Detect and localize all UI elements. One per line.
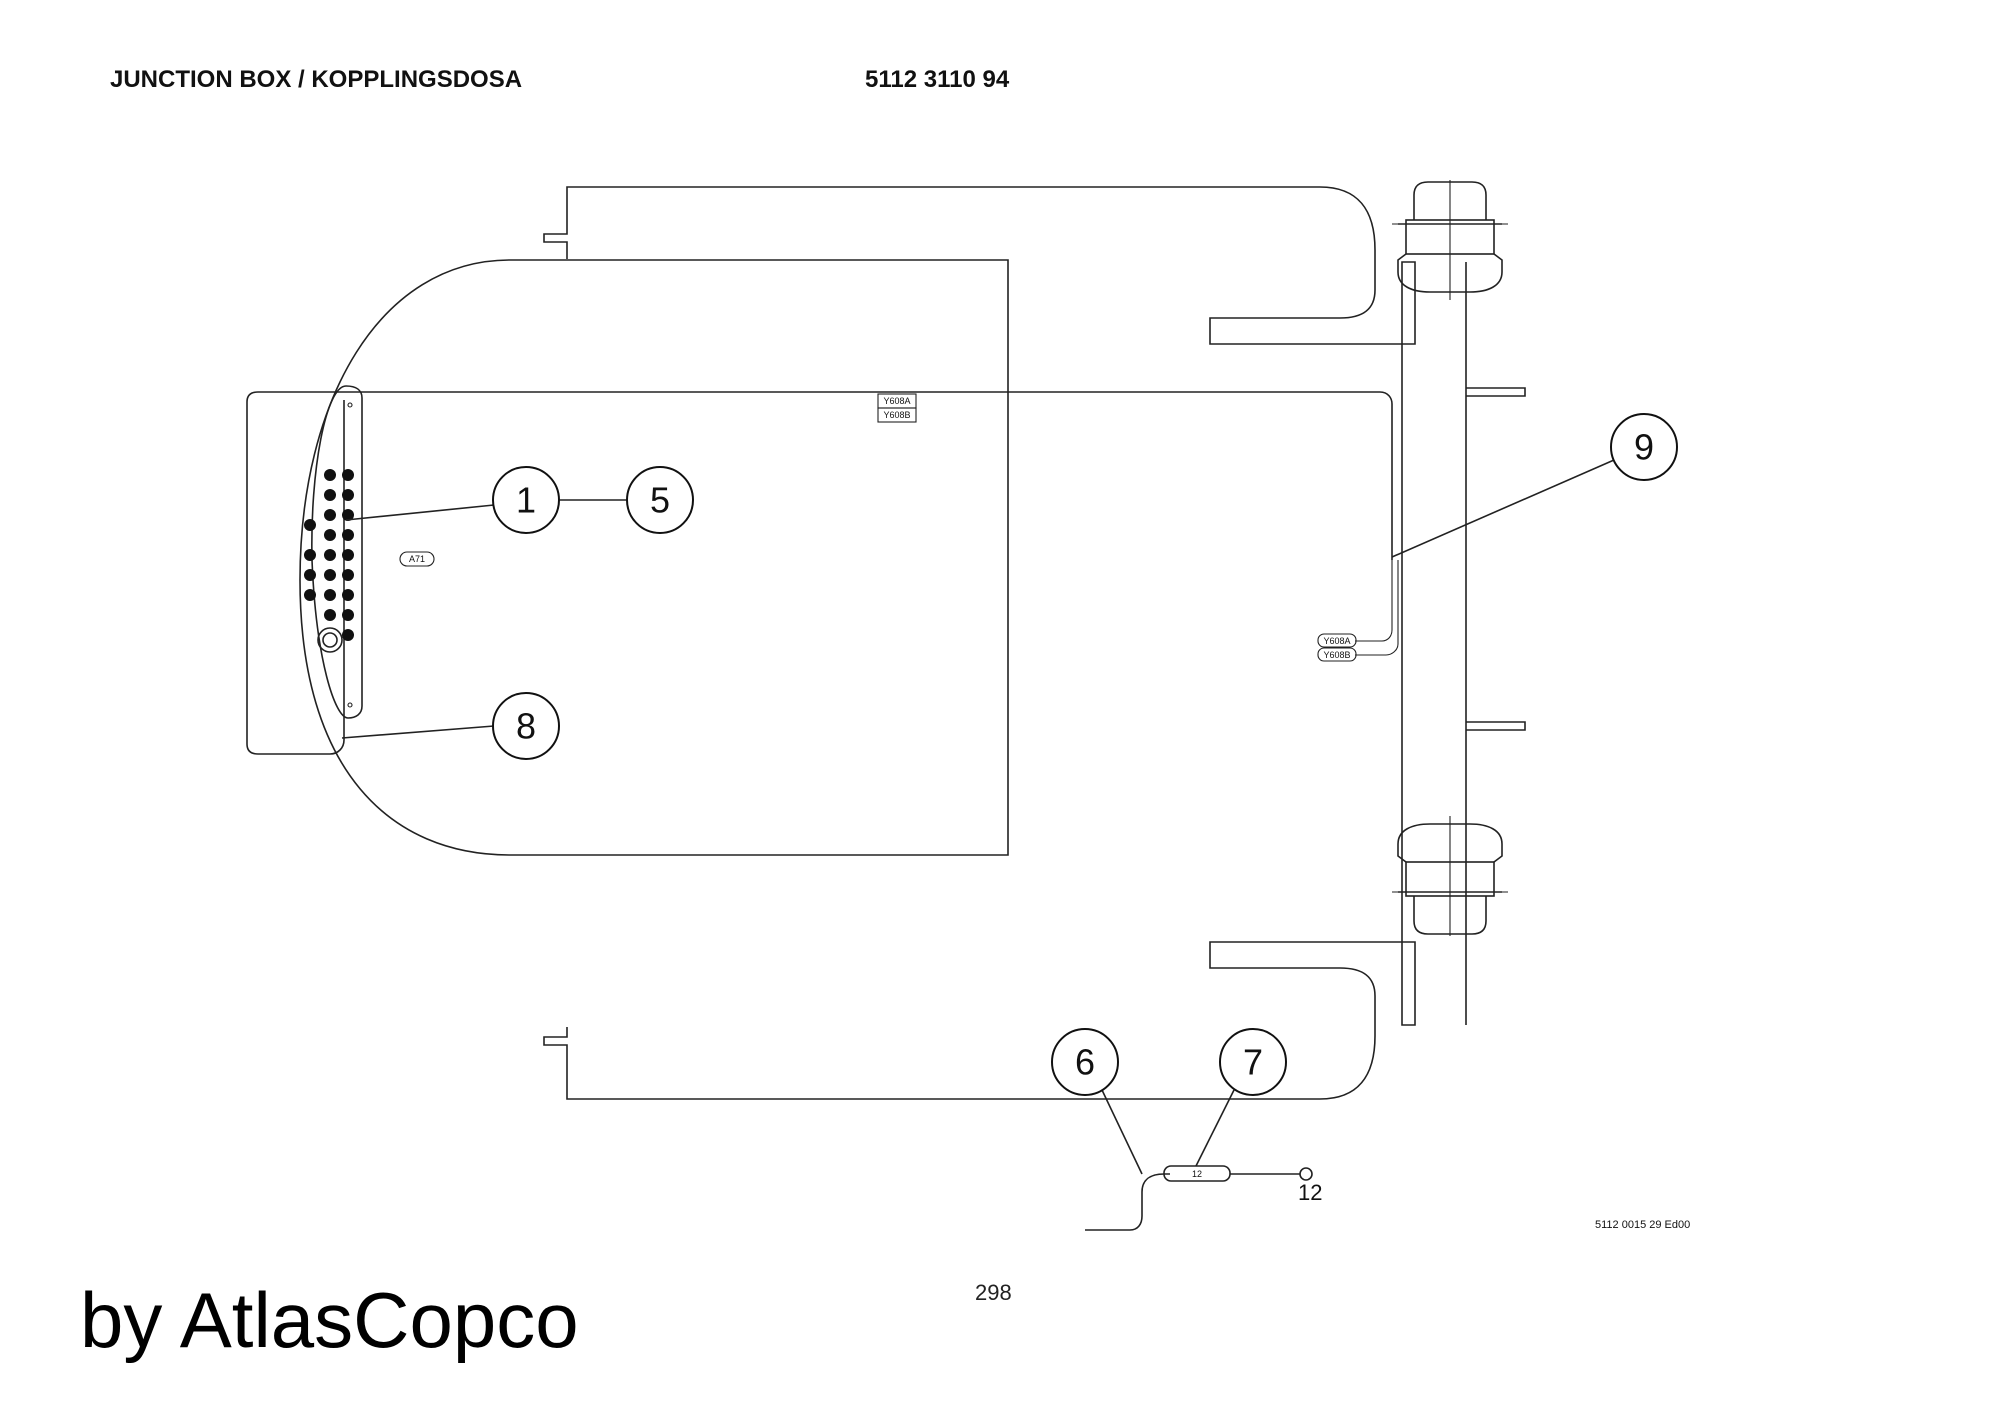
- terminal-12: [1299, 1167, 1313, 1181]
- drawing-reference: 5112 0015 29 Ed00: [1595, 1219, 1690, 1231]
- tag-a71: [399, 551, 435, 567]
- tag-y608b-top: [877, 407, 917, 423]
- tag-y608b-top-label: Y608B: [883, 410, 910, 420]
- fuse-wire: [1085, 1173, 1300, 1231]
- brand-watermark: by AtlasCopco: [80, 1276, 579, 1364]
- page-title: JUNCTION BOX / KOPPLINGSDOSA: [110, 66, 523, 93]
- svg-text:7: 7: [1243, 1042, 1263, 1083]
- callout-1: 1: [492, 466, 560, 534]
- svg-text:9: 9: [1634, 427, 1654, 468]
- leader-8: [341, 725, 495, 739]
- callout-5: 5: [626, 466, 694, 534]
- wheel-bottom: [1392, 816, 1508, 936]
- control-panel-a71: [304, 385, 363, 719]
- tag-y608b-right-label: Y608B: [1323, 650, 1350, 660]
- tag-y608b-right: [1317, 647, 1357, 662]
- leader-6: [1101, 1089, 1143, 1175]
- callout-8: 8: [492, 692, 560, 760]
- leader-1: [345, 504, 495, 521]
- tag-y608a-right-label: Y608A: [1323, 636, 1350, 646]
- page-number: 298: [975, 1280, 1012, 1305]
- callout-7: 7: [1219, 1028, 1287, 1096]
- fuse-value: 12: [1192, 1169, 1202, 1179]
- fuse-holder: [1163, 1165, 1231, 1182]
- part-number: 5112 3110 94: [865, 66, 1010, 93]
- svg-text:5: 5: [650, 480, 670, 521]
- leader-7: [1195, 1089, 1235, 1167]
- wheel-top: [1392, 180, 1508, 300]
- svg-text:8: 8: [516, 706, 536, 747]
- tag-a71-label: A71: [409, 554, 425, 564]
- tag-y608a-top-label: Y608A: [883, 396, 910, 406]
- cable-channel: [246, 391, 1393, 755]
- terminal-12-label: 12: [1298, 1180, 1322, 1205]
- leader-9: [1391, 459, 1615, 558]
- svg-text:1: 1: [516, 480, 536, 521]
- cab-outline: [299, 259, 1009, 856]
- callout-6: 6: [1051, 1028, 1119, 1096]
- boom-arm: [1465, 262, 1526, 1025]
- callout-9: 9: [1610, 413, 1678, 481]
- tag-y608a-right: [1317, 633, 1357, 648]
- svg-text:6: 6: [1075, 1042, 1095, 1083]
- machine-body-outline: [543, 186, 1416, 1100]
